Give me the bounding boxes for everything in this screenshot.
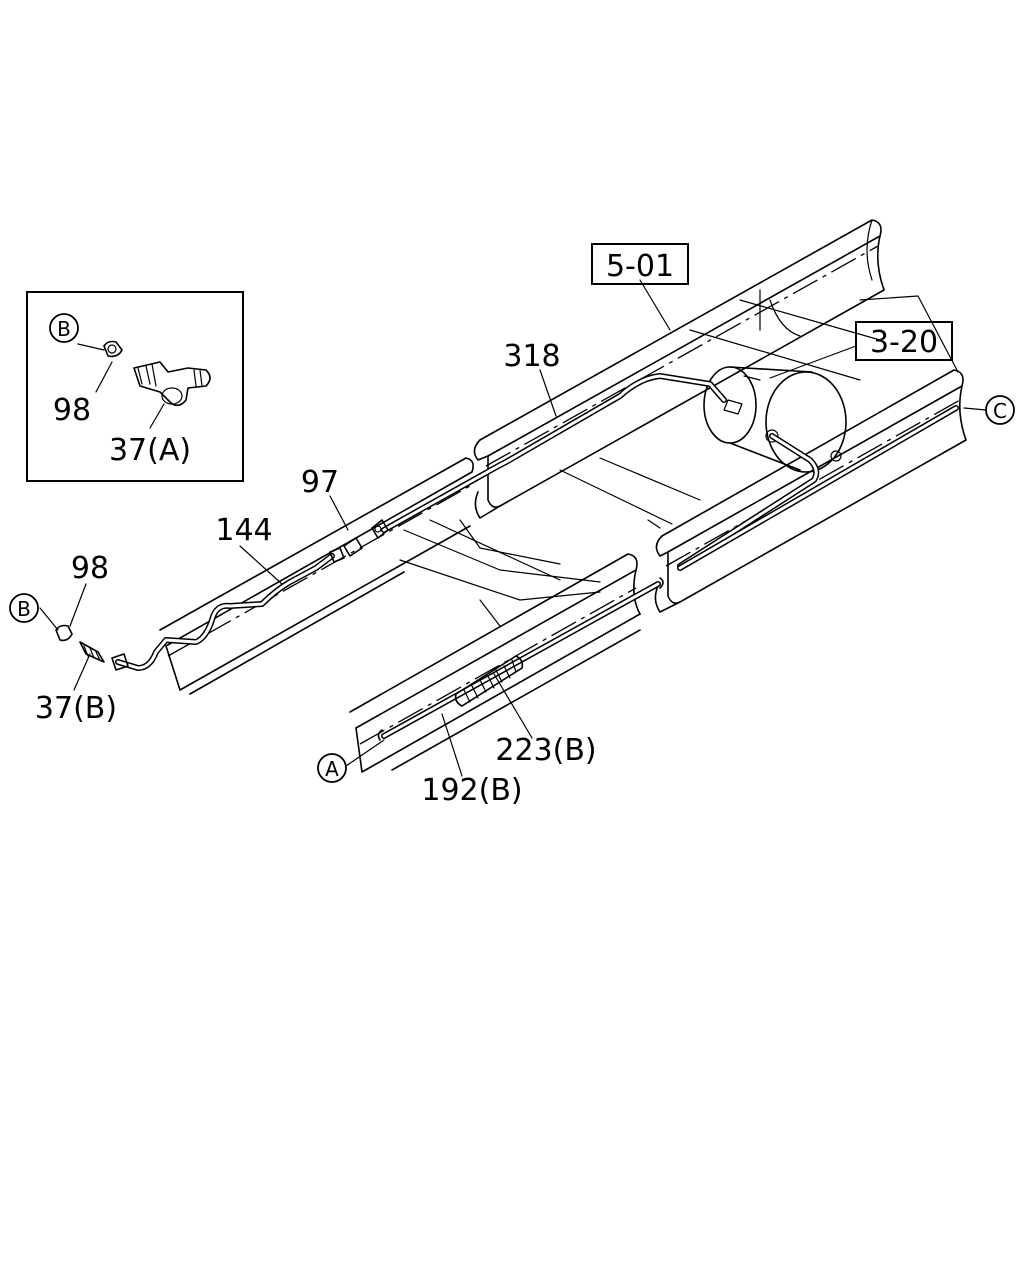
- callout-192b: 192(B): [421, 773, 522, 808]
- callout-318: 318: [503, 339, 560, 374]
- hose-223b: [454, 655, 524, 707]
- callout-223b: 223(B): [495, 733, 596, 768]
- fitting-37b: [79, 641, 129, 671]
- callout-37b: 37(B): [35, 691, 117, 726]
- marker-c-label: C: [993, 399, 1007, 423]
- marker-a: A: [317, 753, 347, 783]
- inset-detail: [26, 291, 244, 482]
- fitting-97: [329, 519, 389, 563]
- marker-c: C: [985, 395, 1015, 425]
- marker-b-inset: B: [49, 313, 79, 343]
- callout-37a: 37(A): [109, 433, 191, 468]
- marker-b-main: B: [9, 593, 39, 623]
- ref-box-3-20: [855, 321, 953, 361]
- callout-144: 144: [215, 513, 272, 548]
- ref-box-5-01: [591, 243, 689, 285]
- fitting-98-main: [55, 624, 73, 642]
- frame-rail-left: [159, 457, 641, 773]
- ref-label-5-01: 5-01: [606, 249, 674, 284]
- marker-b-inset-label: B: [57, 317, 71, 341]
- marker-a-label: A: [325, 757, 339, 781]
- callout-98-main: 98: [71, 551, 109, 586]
- air-tank: [703, 366, 847, 473]
- callout-97: 97: [301, 465, 339, 500]
- frame-rail-right-upper: [473, 219, 885, 519]
- ref-label-3-20: 3-20: [870, 325, 938, 360]
- pipe-tank-to-c: [677, 405, 959, 571]
- pipe-144: [115, 553, 335, 671]
- leader-lines: [39, 279, 987, 777]
- pipe-318: [381, 373, 727, 533]
- marker-b-main-label: B: [17, 597, 31, 621]
- callout-98-inset: 98: [53, 393, 91, 428]
